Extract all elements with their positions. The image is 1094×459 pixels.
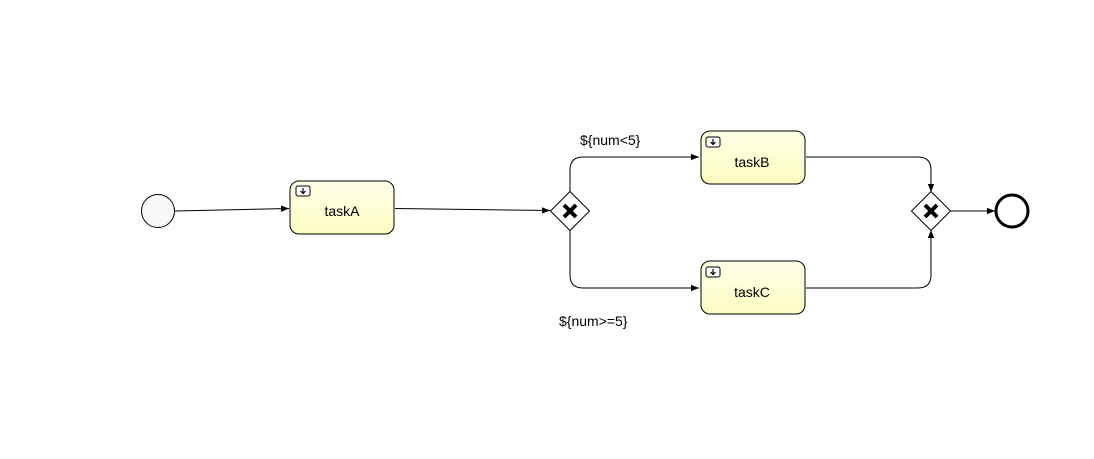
task-taskA[interactable]: taskA xyxy=(289,180,395,235)
flow-split-to-taskB[interactable] xyxy=(569,153,699,192)
flow-split-to-taskC[interactable] xyxy=(569,230,699,292)
flow-taskB-to-join[interactable] xyxy=(806,156,935,192)
x-icon xyxy=(923,203,939,219)
service-task-icon xyxy=(705,266,721,278)
sequence-flows xyxy=(174,153,995,292)
task-label: taskB xyxy=(734,154,769,170)
task-label: taskC xyxy=(734,284,770,300)
task-taskB[interactable]: taskB xyxy=(700,130,806,185)
start-event[interactable] xyxy=(141,194,175,228)
condition-label-taskC: ${num>=5} xyxy=(559,313,628,329)
service-task-icon xyxy=(295,185,311,197)
task-label: taskA xyxy=(324,203,360,219)
exclusive-gateway-split[interactable] xyxy=(549,190,591,232)
flow-taskA-to-split[interactable] xyxy=(394,207,551,214)
exclusive-gateway-join[interactable] xyxy=(910,190,952,232)
end-event[interactable] xyxy=(994,193,1030,229)
flow-start-to-taskA[interactable] xyxy=(174,205,290,212)
task-taskC[interactable]: taskC xyxy=(700,260,806,315)
flow-taskC-to-join[interactable] xyxy=(806,230,935,289)
x-icon xyxy=(562,203,578,219)
service-task-icon xyxy=(705,136,721,148)
condition-label-taskB: ${num<5} xyxy=(580,132,641,148)
